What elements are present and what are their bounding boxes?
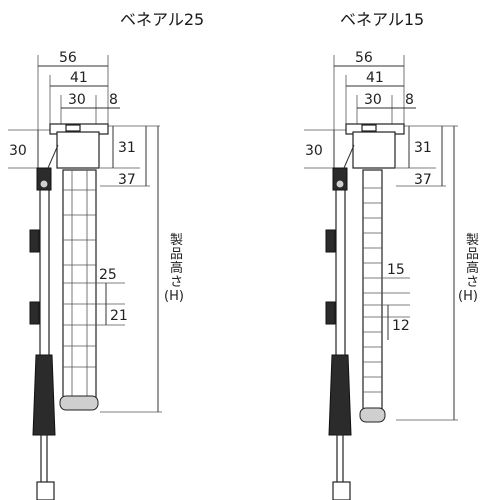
screen-rungs-right bbox=[363, 187, 382, 393]
dim-30-side-right: 30 bbox=[305, 143, 323, 159]
dim-30-top-right: 30 bbox=[364, 92, 382, 108]
height-label-left-5: (H) bbox=[164, 289, 184, 304]
height-label-right-4: さ bbox=[466, 275, 479, 290]
dim-41-right: 41 bbox=[366, 70, 384, 86]
dim-30-side-left: 30 bbox=[9, 143, 27, 159]
height-label-right-1: 製 bbox=[466, 233, 479, 248]
height-label-right-5: (H) bbox=[458, 289, 478, 304]
dim-30-top-left: 30 bbox=[68, 92, 86, 108]
dim-gap-right: 12 bbox=[392, 318, 410, 334]
product-drawing-left bbox=[8, 55, 162, 500]
height-label-left-2: 品 bbox=[170, 247, 183, 262]
dim-31-right: 31 bbox=[414, 140, 432, 156]
height-label-right-3: 高 bbox=[466, 260, 479, 276]
dim-56-left: 56 bbox=[59, 50, 77, 66]
dim-31-left: 31 bbox=[118, 140, 136, 156]
product-drawing-right bbox=[304, 55, 458, 500]
product-title-right: ベネアル15 bbox=[340, 10, 425, 29]
height-label-left-3: 高 bbox=[170, 260, 183, 276]
dim-pitch-left: 25 bbox=[99, 267, 117, 283]
dim-37-left: 37 bbox=[118, 172, 136, 188]
height-label-right-2: 品 bbox=[466, 247, 479, 262]
height-label-left-4: さ bbox=[170, 275, 183, 290]
height-label-left-1: 製 bbox=[170, 233, 183, 248]
screen-rungs-left bbox=[63, 170, 96, 398]
product-title-left: ベネアル25 bbox=[120, 10, 205, 29]
dim-37-right: 37 bbox=[414, 172, 432, 188]
dim-41-left: 41 bbox=[70, 70, 88, 86]
dim-gap-left: 21 bbox=[110, 308, 128, 324]
dim-pitch-right: 15 bbox=[387, 262, 405, 278]
dim-8-right: 8 bbox=[405, 92, 414, 108]
dim-56-right: 56 bbox=[355, 50, 373, 66]
dim-8-left: 8 bbox=[109, 92, 118, 108]
